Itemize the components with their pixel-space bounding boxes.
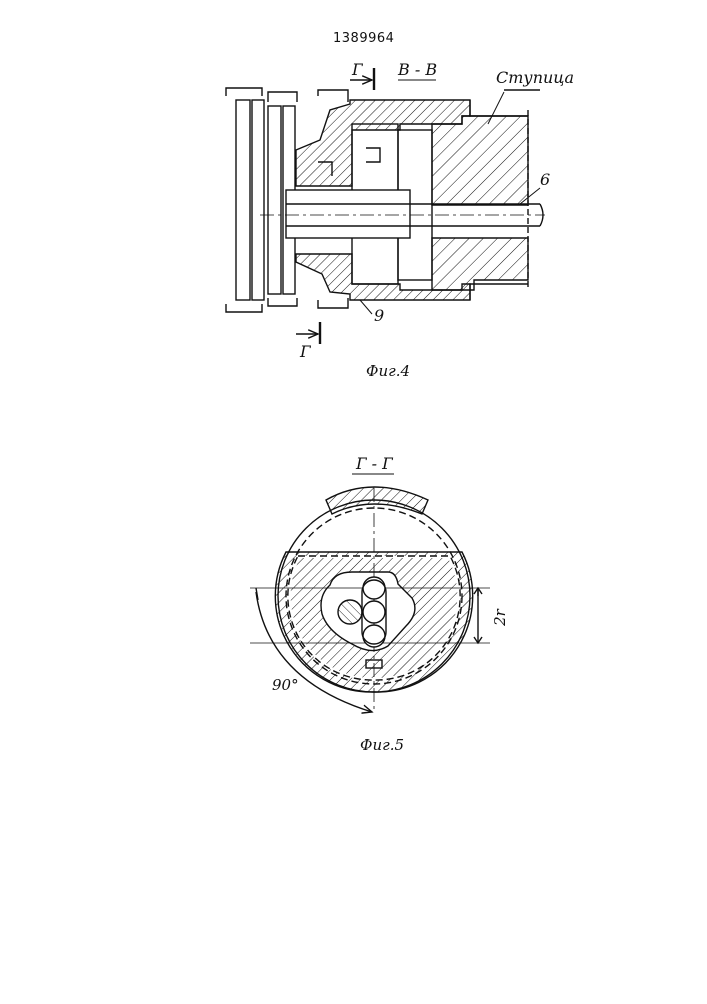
patent-number: 1389964 — [333, 32, 394, 45]
cut-mark-bottom: Г — [300, 344, 311, 360]
figure-5-caption: Фиг.5 — [360, 738, 404, 753]
section-label-g: Г - Г — [356, 456, 393, 472]
hub-body — [432, 116, 528, 205]
angle-90: 90° — [272, 678, 299, 693]
dimension-2r: 2r — [493, 609, 508, 626]
part-6-label: 6 — [540, 172, 550, 188]
hub-label: Ступица — [496, 70, 574, 86]
figure-4 — [226, 68, 545, 344]
figure-4-caption: Фиг.4 — [366, 364, 410, 379]
section-label-b: В - В — [398, 62, 437, 78]
part-9-label: 9 — [374, 308, 384, 324]
cut-mark-top: Г — [352, 62, 363, 78]
